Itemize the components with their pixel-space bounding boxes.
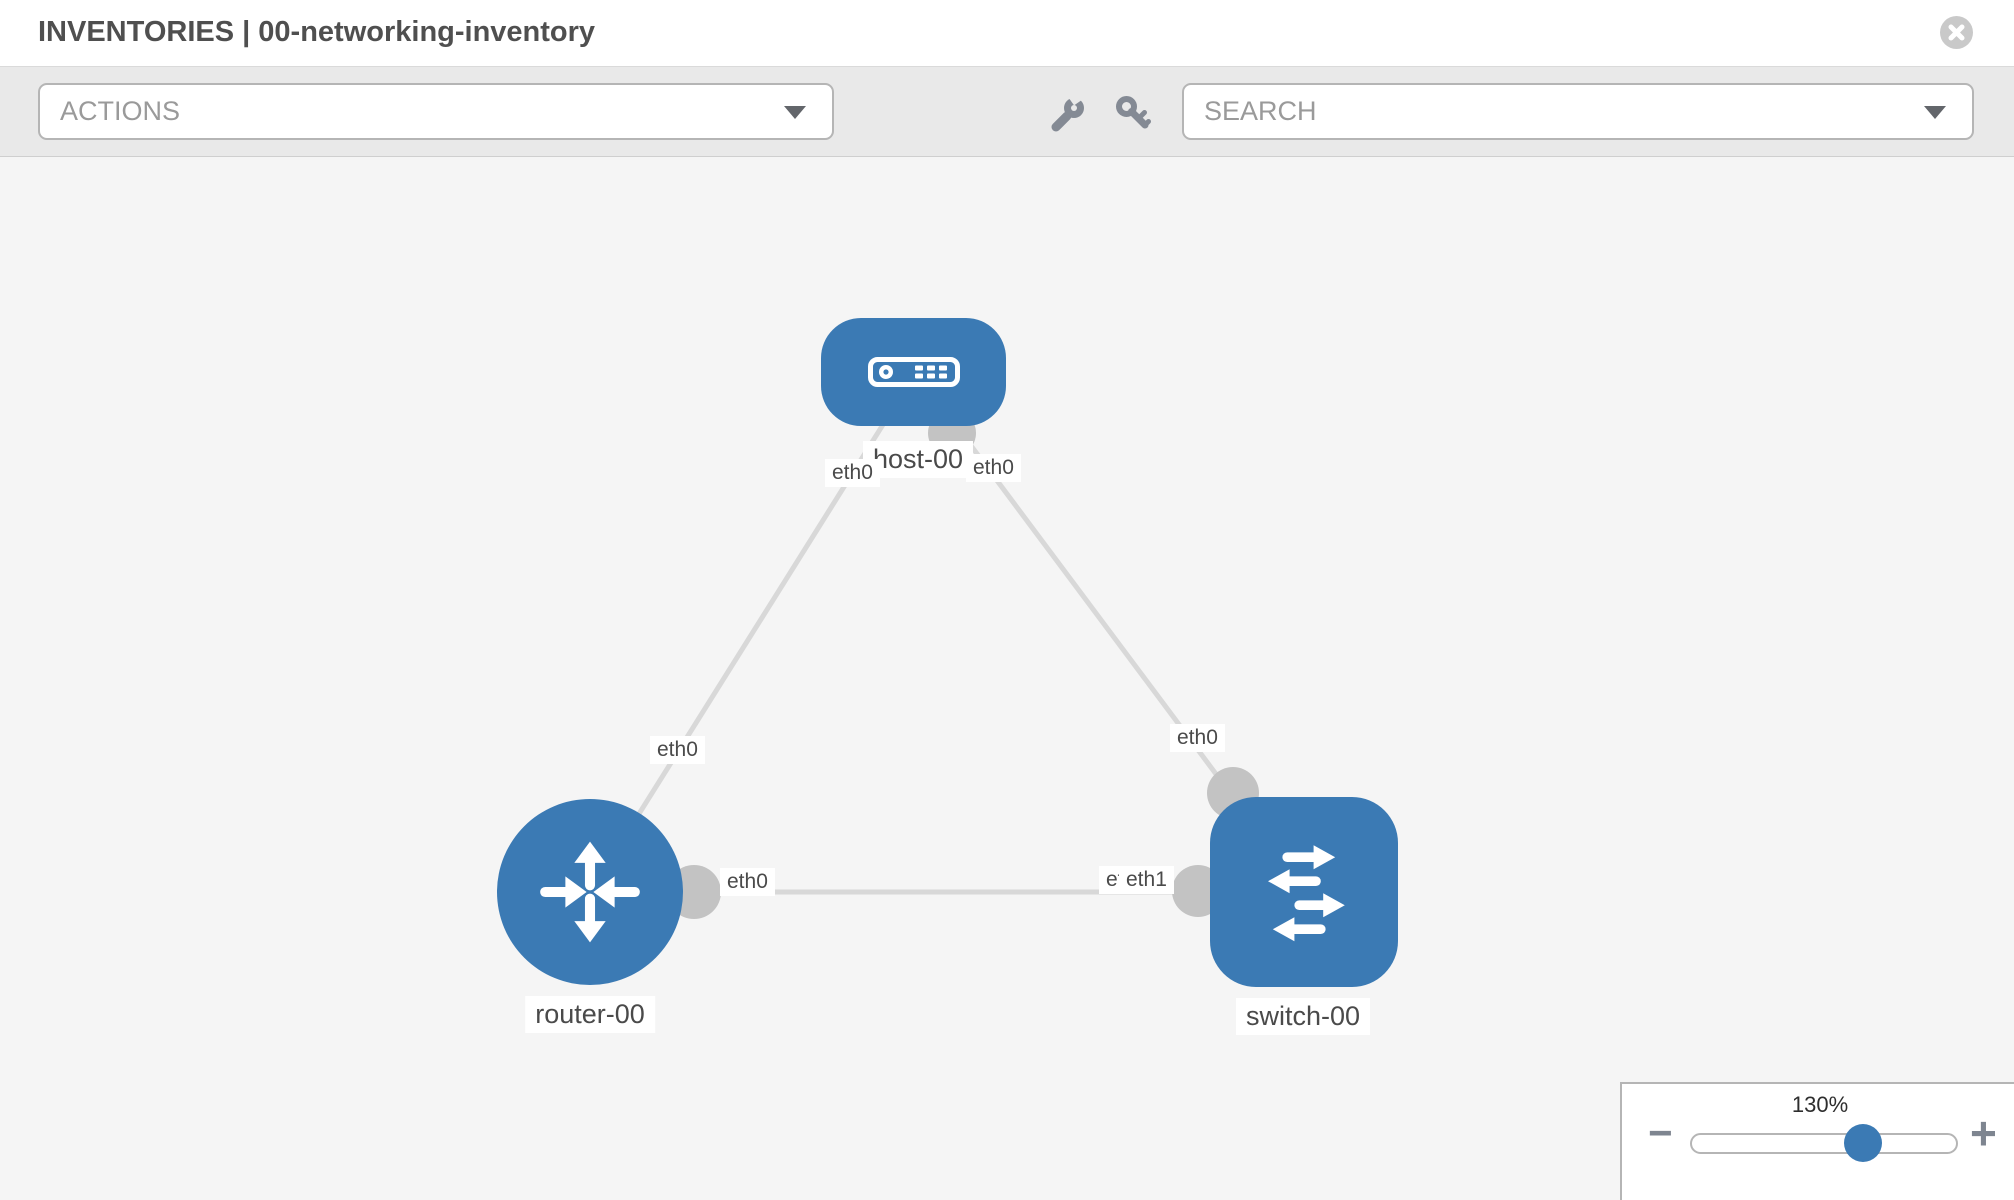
router-icon	[540, 841, 640, 943]
zoom-in-button[interactable]: +	[1970, 1107, 1997, 1159]
host-icon	[867, 357, 960, 387]
switch-icon	[1268, 845, 1345, 942]
search-placeholder: SEARCH	[1204, 96, 1317, 126]
page-title: INVENTORIES | 00-networking-inventory	[38, 16, 596, 48]
caret-down-icon	[1924, 106, 1946, 119]
iface-label-host-left: eth0	[825, 459, 880, 488]
zoom-slider-track[interactable]	[1690, 1133, 1958, 1154]
close-button[interactable]	[1940, 16, 1973, 49]
zoom-out-button[interactable]: −	[1648, 1109, 1673, 1156]
node-label-host[interactable]: host-00	[862, 441, 974, 479]
node-router-00[interactable]	[497, 799, 683, 985]
node-label-router[interactable]: router-00	[525, 996, 655, 1034]
caret-down-icon	[784, 106, 806, 119]
iface-label-bottom-router: eth0	[720, 868, 775, 897]
key-icon[interactable]	[1114, 95, 1152, 133]
iface-label-host-right: eth0	[966, 454, 1021, 483]
zoom-control-panel: 130% − +	[1620, 1082, 2014, 1200]
close-icon	[1948, 24, 1965, 41]
link-router-host[interactable]	[587, 370, 919, 894]
node-label-switch[interactable]: switch-00	[1235, 998, 1371, 1036]
toolbar: ACTIONS SEARCH	[0, 67, 2014, 157]
zoom-slider-thumb[interactable]	[1844, 1124, 1882, 1162]
wrench-icon[interactable]	[1048, 95, 1086, 133]
iface-label-switch-top-link: eth0	[1170, 724, 1225, 753]
node-host-00[interactable]	[821, 318, 1006, 426]
actions-dropdown-label: ACTIONS	[60, 96, 181, 126]
node-switch-00[interactable]	[1210, 797, 1398, 987]
iface-label-router-link: eth0	[650, 736, 705, 765]
search-dropdown[interactable]: SEARCH	[1182, 83, 1974, 140]
zoom-level-value: 130%	[1791, 1092, 1849, 1117]
title-bar: INVENTORIES | 00-networking-inventory	[0, 0, 2014, 67]
iface-label-bottom-switch-eth1: eth1	[1119, 866, 1174, 895]
actions-dropdown[interactable]: ACTIONS	[38, 83, 834, 140]
